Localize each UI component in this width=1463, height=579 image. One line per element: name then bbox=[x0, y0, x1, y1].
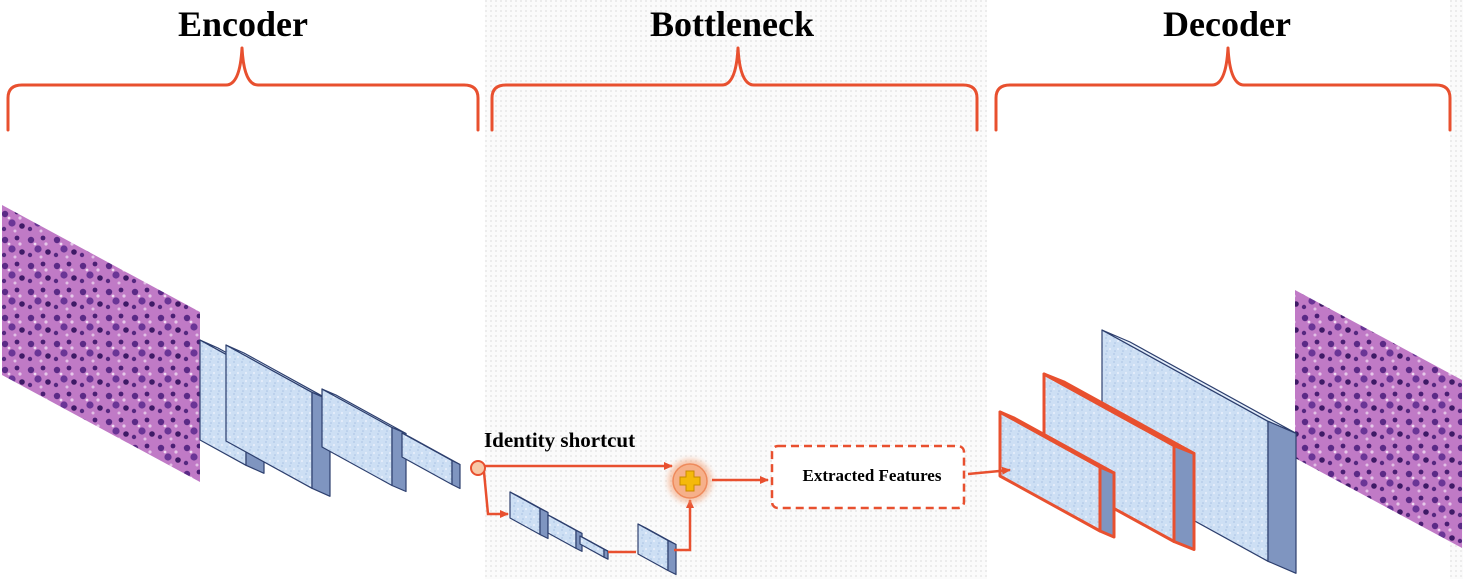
decoder-blocks bbox=[998, 329, 1297, 574]
encoder-block-4 bbox=[401, 432, 461, 490]
decoder-block-2 bbox=[1042, 372, 1196, 551]
plus-icon bbox=[679, 470, 701, 492]
extracted-features-box bbox=[770, 444, 966, 510]
decoder-block-1 bbox=[998, 410, 1116, 539]
bottleneck-brace bbox=[490, 46, 979, 132]
encoder-title: Encoder bbox=[178, 4, 308, 44]
decoder-block-3 bbox=[1101, 329, 1297, 574]
extracted-features-label: Extracted Features bbox=[803, 466, 942, 485]
residual-return-arrow bbox=[674, 499, 694, 552]
encoder-block-2 bbox=[225, 344, 331, 497]
bottleneck-blocks bbox=[509, 491, 677, 576]
bottleneck-title: Bottleneck bbox=[650, 4, 814, 44]
input-tissue-image bbox=[2, 205, 200, 482]
bottleneck-block-3 bbox=[579, 535, 609, 560]
branch-node bbox=[470, 460, 486, 476]
encoder-block-3 bbox=[321, 388, 407, 493]
bottleneck-block-2 bbox=[547, 514, 583, 553]
bottleneck-block-1 bbox=[509, 491, 549, 540]
output-tissue-image bbox=[1295, 290, 1462, 548]
decoder-title: Decoder bbox=[1163, 4, 1291, 44]
identity-shortcut-label: Identity shortcut bbox=[484, 428, 635, 452]
decoder-brace bbox=[994, 46, 1452, 132]
encoder-brace bbox=[6, 46, 480, 132]
residual-branch-arrow bbox=[482, 471, 509, 518]
encoder-blocks bbox=[199, 339, 461, 497]
decoder-arrow bbox=[967, 466, 1011, 476]
